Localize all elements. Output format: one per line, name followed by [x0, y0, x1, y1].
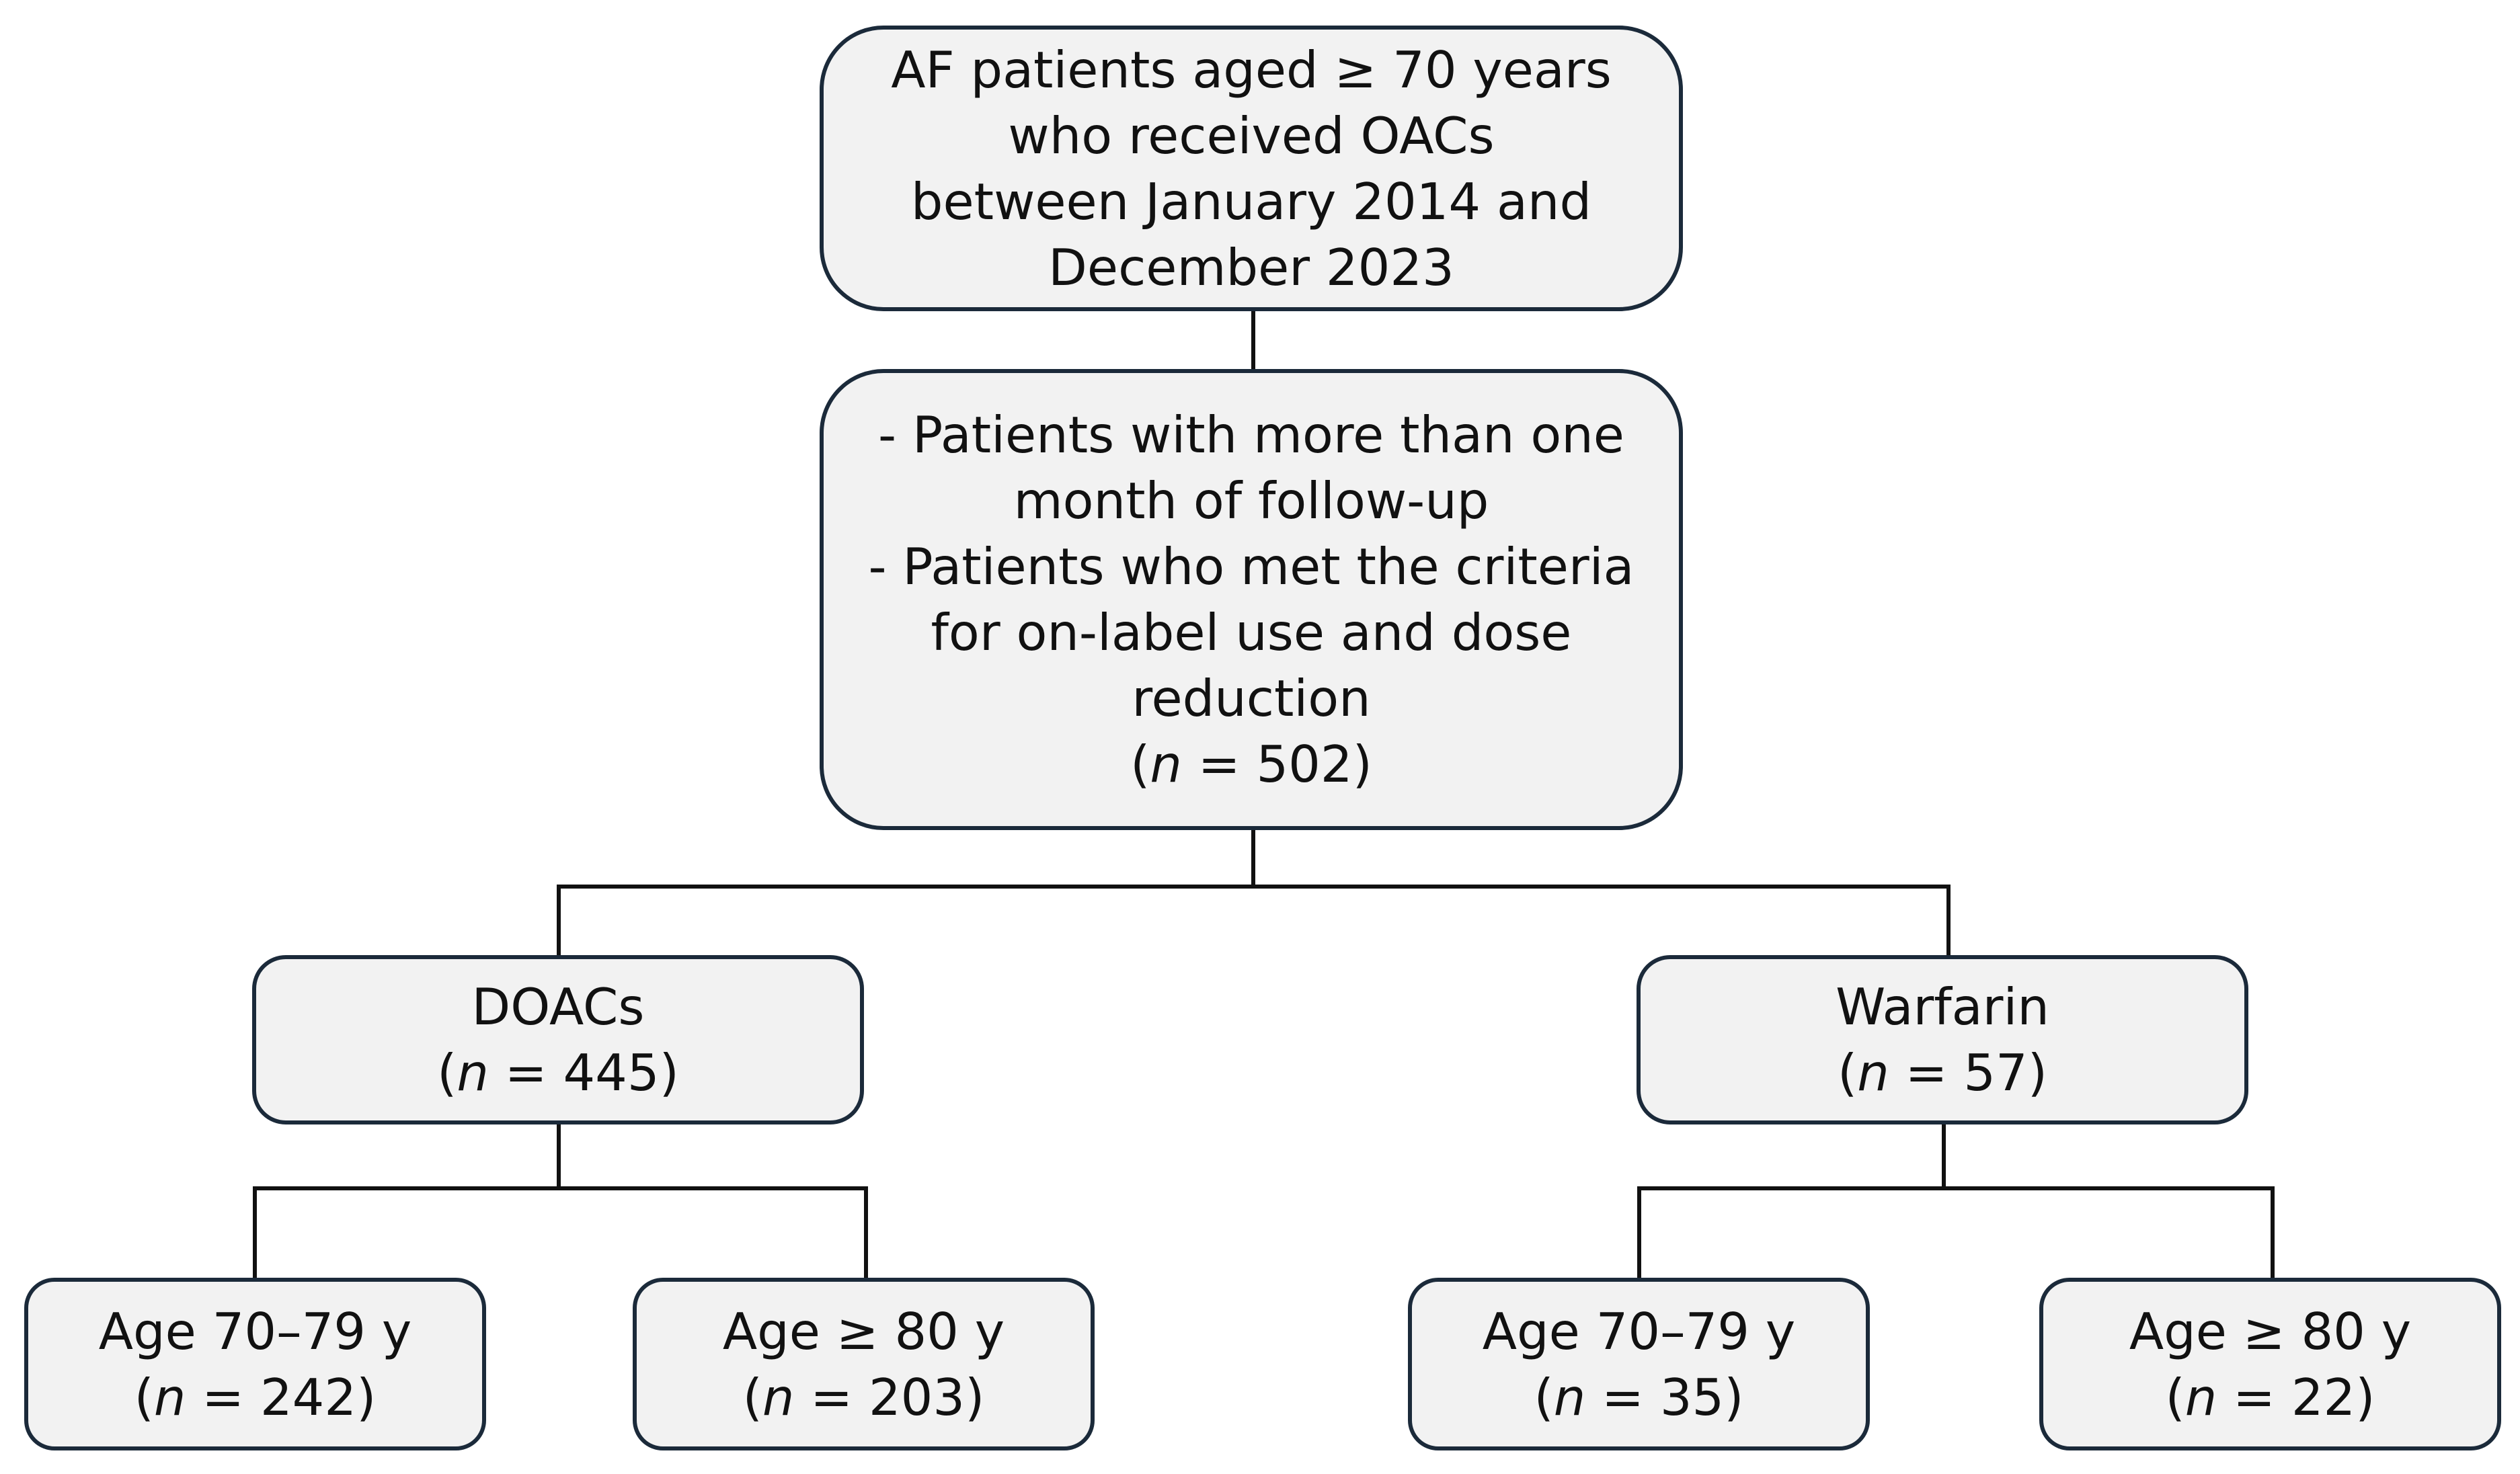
n-symbol: n: [153, 1367, 186, 1427]
doacs-group-box: DOACs (n = 445): [252, 955, 864, 1124]
n-symbol: n: [457, 1043, 489, 1102]
criteria-line: for on-label use and dose: [931, 603, 1572, 662]
group-label: DOACs: [471, 977, 645, 1036]
inclusion-criteria-box: - Patients with more than one month of f…: [820, 369, 1683, 830]
criteria-count: (n = 502): [1130, 735, 1372, 794]
age-count: (n = 242): [134, 1367, 377, 1427]
population-line: AF patients aged ≥ 70 years: [891, 40, 1612, 99]
count-value: 445: [563, 1043, 660, 1102]
population-line: December 2023: [1048, 237, 1454, 297]
age-count: (n = 22): [2165, 1367, 2375, 1427]
warfarin-age-70-79-box: Age 70–79 y (n = 35): [1408, 1278, 1870, 1450]
group-label: Warfarin: [1836, 977, 2049, 1036]
count-value: 242: [260, 1367, 357, 1427]
age-count: (n = 203): [742, 1367, 985, 1427]
population-line: between January 2014 and: [910, 171, 1592, 231]
n-symbol: n: [1857, 1043, 1889, 1102]
age-label: Age 70–79 y: [98, 1301, 412, 1361]
n-symbol: n: [2184, 1367, 2217, 1427]
doac-age-80-plus-box: Age ≥ 80 y (n = 203): [633, 1278, 1095, 1450]
count-value: 35: [1659, 1367, 1725, 1427]
criteria-line: - Patients who met the criteria: [868, 537, 1635, 596]
criteria-line: - Patients with more than one: [878, 405, 1624, 464]
population-line: who received OACs: [1008, 106, 1495, 165]
doac-age-70-79-box: Age 70–79 y (n = 242): [24, 1278, 486, 1450]
criteria-line: reduction: [1132, 669, 1371, 728]
population-box: AF patients aged ≥ 70 years who received…: [820, 26, 1683, 311]
n-symbol: n: [1553, 1367, 1586, 1427]
age-label: Age ≥ 80 y: [722, 1301, 1005, 1361]
group-count: (n = 57): [1837, 1043, 2048, 1102]
count-value: 57: [1963, 1043, 2028, 1102]
group-count: (n = 445): [437, 1043, 679, 1102]
age-count: (n = 35): [1534, 1367, 1744, 1427]
count-value: 203: [868, 1367, 966, 1427]
age-label: Age ≥ 80 y: [2129, 1301, 2412, 1361]
warfarin-group-box: Warfarin (n = 57): [1637, 955, 2248, 1124]
count-value: 502: [1256, 735, 1353, 794]
age-label: Age 70–79 y: [1482, 1301, 1796, 1361]
criteria-line: month of follow-up: [1013, 471, 1489, 530]
n-symbol: n: [762, 1367, 795, 1427]
count-value: 22: [2291, 1367, 2356, 1427]
warfarin-age-80-plus-box: Age ≥ 80 y (n = 22): [2039, 1278, 2501, 1450]
n-symbol: n: [1150, 735, 1182, 794]
